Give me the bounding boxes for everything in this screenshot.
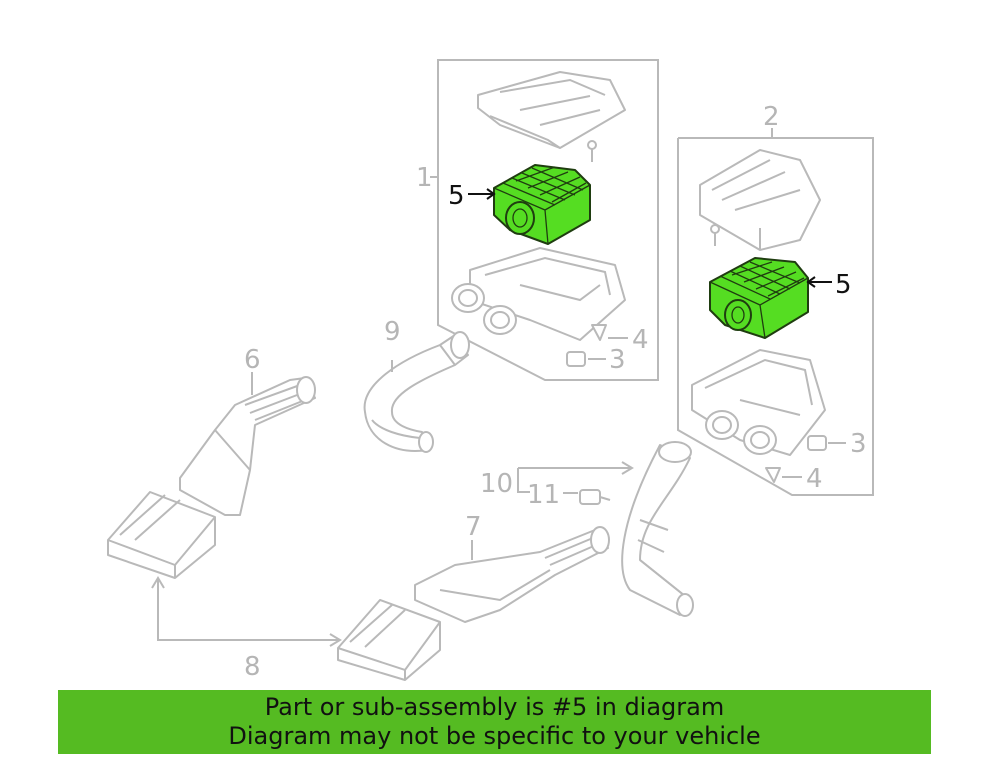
callout-5-left: 5 [448, 181, 465, 211]
air-filter-element-5-right[interactable] [709, 257, 809, 339]
air-filter-element-5-left[interactable] [493, 164, 591, 245]
callout-4-right: 4 [806, 464, 823, 494]
assembly-1-group [430, 59, 659, 381]
air-box-cover-1 [477, 71, 626, 149]
callout-3-left: 3 [609, 345, 626, 375]
info-banner: Part or sub-assembly is #5 in diagram Di… [58, 690, 931, 754]
banner-line-1: Part or sub-assembly is #5 in diagram [264, 693, 725, 721]
callout-4-left: 4 [632, 325, 649, 355]
callout-8: 8 [244, 652, 261, 682]
air-inlet-8-right [337, 599, 441, 681]
banner-line-2: Diagram may not be specific to your vehi… [228, 722, 761, 750]
intake-hose-9 [363, 331, 470, 453]
air-box-lower-1 [451, 247, 626, 341]
grommet-3-left [566, 351, 606, 367]
leader-8 [151, 576, 342, 647]
callout-7: 7 [465, 512, 482, 542]
leader-10 [517, 461, 634, 494]
grommet-3-right [807, 435, 846, 451]
parts-diagram: 1 2 3 3 4 4 5 5 6 7 8 9 10 11 [107, 59, 874, 682]
callout-3-right: 3 [850, 429, 867, 459]
air-box-lower-2 [691, 349, 826, 456]
sensor-11 [579, 489, 611, 505]
callout-6: 6 [244, 345, 261, 375]
intake-duct-7 [414, 526, 610, 623]
callout-2: 2 [763, 102, 780, 132]
clip-4-right [765, 467, 802, 483]
callout-1: 1 [416, 163, 433, 193]
bolt-2 [710, 224, 720, 246]
clip-4-left [591, 324, 628, 341]
arrow-5-left [468, 188, 496, 200]
callout-11: 11 [527, 480, 560, 510]
intake-duct-6 [179, 372, 316, 516]
callout-5-right: 5 [835, 270, 852, 300]
bolt-1 [587, 140, 597, 162]
intake-hose-10 [621, 441, 694, 617]
air-inlet-8-left [107, 491, 216, 579]
arrow-5-right [806, 276, 832, 288]
air-box-cover-2 [699, 149, 821, 251]
callout-10: 10 [480, 469, 513, 499]
assembly-2-group [677, 128, 874, 496]
callout-9: 9 [384, 317, 401, 347]
